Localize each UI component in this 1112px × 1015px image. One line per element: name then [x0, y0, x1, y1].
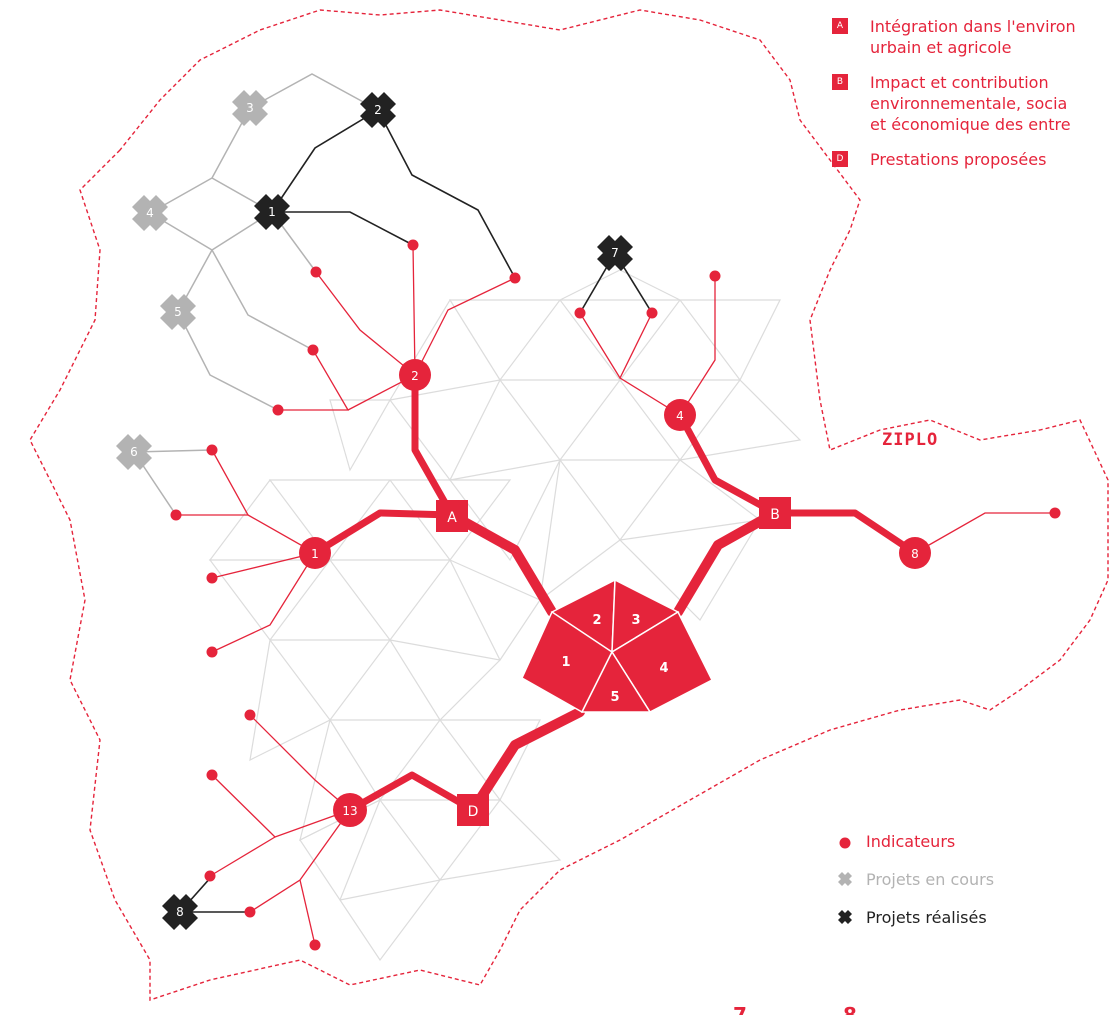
legend-b-line1: Impact et contribution — [870, 73, 1049, 92]
current-project-5-label: 5 — [174, 305, 182, 319]
square-a-label: A — [447, 510, 457, 526]
completed-project-8: 8 — [162, 894, 198, 930]
background-grid — [208, 269, 802, 962]
legend-b-line3: et économique des entre — [870, 115, 1071, 134]
current-project-6-label: 6 — [130, 445, 138, 459]
hub-label-5: 5 — [610, 690, 619, 705]
node-13 — [333, 793, 367, 827]
square-a — [436, 500, 468, 532]
legend-completed: Projets réalisés — [834, 898, 994, 936]
legend-a-line1: Intégration dans l'environ — [870, 17, 1076, 36]
legend-indicators: Indicateurs — [834, 822, 994, 860]
badge-d: D — [832, 151, 848, 167]
hub-label-2: 2 — [592, 613, 601, 628]
hub-label-3: 3 — [631, 613, 640, 628]
red-dot-icon — [839, 837, 851, 849]
node-4 — [664, 399, 696, 431]
square-d — [457, 794, 489, 826]
legend-completed-label: Projets réalisés — [866, 907, 987, 927]
legend-current: Projets en cours — [834, 860, 994, 898]
node-13-label: 13 — [342, 804, 357, 818]
completed-project-2-label: 2 — [374, 103, 382, 117]
legend-b-line2: environnementale, socia — [870, 94, 1068, 113]
node-4-label: 4 — [676, 409, 684, 423]
completed-project-1: 1 — [254, 194, 290, 230]
central-hub: 1 2 3 4 5 — [521, 578, 714, 714]
legend-item-b: B Impact et contribution environnemental… — [832, 72, 1112, 135]
node-8-label: 8 — [911, 547, 919, 561]
hub-label-1: 1 — [561, 655, 570, 670]
completed-project-7: 7 — [597, 235, 633, 271]
completed-project-7-label: 7 — [611, 246, 619, 260]
node-8 — [899, 537, 931, 569]
zone-boundary — [29, 9, 1109, 1001]
completed-project-1-label: 1 — [268, 205, 276, 219]
current-project-5: 5 — [160, 294, 196, 330]
square-d-label: D — [468, 804, 479, 820]
current-project-links — [133, 73, 379, 516]
page-bottom-8: 8 — [843, 1003, 857, 1015]
legend-d-line1: Prestations proposées — [870, 150, 1047, 169]
node-1 — [299, 537, 331, 569]
current-project-6: 6 — [116, 434, 152, 470]
marker-legend: Indicateurs Projets en cours Projets réa… — [834, 822, 994, 936]
node-2-label: 2 — [411, 369, 419, 383]
node-1-label: 1 — [311, 547, 319, 561]
completed-project-8-label: 8 — [176, 905, 184, 919]
square-b — [759, 497, 791, 529]
gray-cross-icon — [838, 872, 852, 886]
numbered-nodes: 1 2 4 8 13 — [299, 359, 931, 827]
zone-label: ZIPLO — [882, 430, 939, 450]
hub-segment-5 — [580, 650, 652, 713]
square-b-label: B — [770, 507, 780, 523]
main-links — [311, 371, 919, 815]
legend-item-d: D Prestations proposées — [832, 149, 1112, 170]
badge-b: B — [832, 74, 848, 90]
project-markers: 3 4 5 6 1 2 7 8 — [116, 90, 633, 930]
hub-label-4: 4 — [659, 661, 668, 676]
node-2 — [399, 359, 431, 391]
current-project-4: 4 — [132, 195, 168, 231]
page-bottom-7: 7 — [733, 1003, 747, 1015]
indicator-dots — [170, 239, 1061, 951]
completed-project-2: 2 — [360, 92, 396, 128]
current-project-3: 3 — [232, 90, 268, 126]
legend-a-line2: urbain et agricole — [870, 38, 1012, 57]
category-squares: A B D — [436, 497, 791, 826]
category-legend: A Intégration dans l'environ urbain et a… — [832, 16, 1112, 184]
black-cross-icon — [838, 910, 852, 924]
current-project-3-label: 3 — [246, 101, 254, 115]
legend-current-label: Projets en cours — [866, 869, 995, 889]
legend-item-a: A Intégration dans l'environ urbain et a… — [832, 16, 1112, 58]
badge-a: A — [832, 18, 848, 34]
legend-indicators-label: Indicateurs — [866, 831, 956, 851]
current-project-4-label: 4 — [146, 206, 154, 220]
